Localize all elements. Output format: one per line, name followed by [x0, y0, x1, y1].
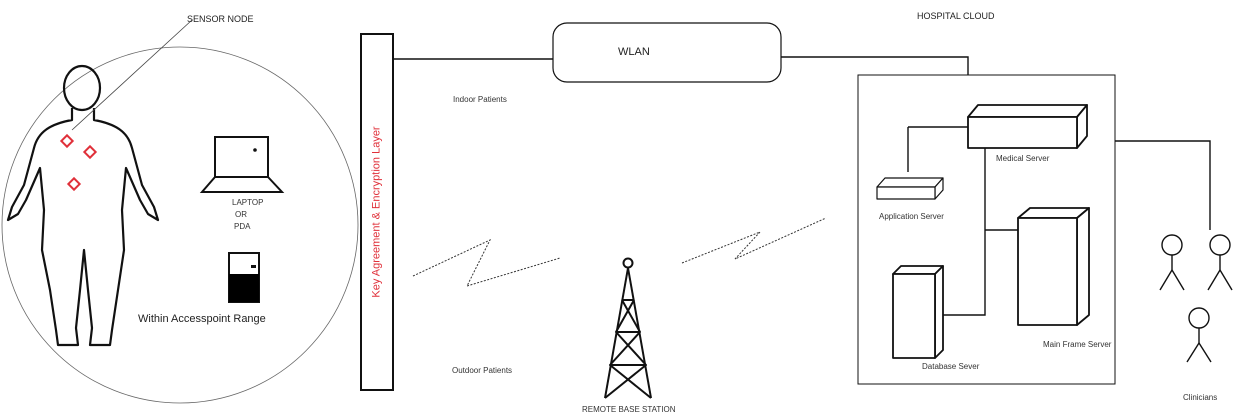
outdoor-patients-label: Outdoor Patients	[452, 366, 512, 375]
remote-base-station-icon	[605, 259, 651, 399]
indoor-patients-label: Indoor Patients	[453, 95, 507, 104]
or-label: OR	[235, 210, 247, 219]
sensor-marker	[68, 178, 79, 189]
database-server-label: Database Sever	[922, 362, 979, 371]
mainframe-server-icon	[1018, 208, 1089, 325]
human-body-icon	[8, 66, 158, 345]
sensor-marker	[61, 135, 72, 146]
clinician-icon	[1160, 235, 1184, 290]
remote-base-station-label: REMOTE BASE STATION	[582, 405, 676, 414]
sensor-markers	[61, 135, 95, 189]
laptop-icon	[202, 137, 282, 192]
sensor-node-label: SENSOR NODE	[187, 14, 254, 24]
application-server-icon	[877, 178, 943, 199]
clinician-icon	[1187, 308, 1211, 362]
key-agreement-layer-label: Key Agreement & Encryption Layer	[371, 126, 383, 297]
laptop-label: LAPTOP	[232, 198, 263, 207]
medical-server-icon	[968, 105, 1087, 148]
hospital-cloud-label: HOSPITAL CLOUD	[917, 11, 995, 21]
application-server-label: Application Server	[879, 212, 944, 221]
medical-server-label: Medical Server	[996, 154, 1049, 163]
mainframe-server-label: Main Frame Server	[1043, 340, 1111, 349]
access-range-circle	[2, 47, 358, 403]
sensor-marker	[84, 146, 95, 157]
wlan-label: WLAN	[618, 46, 650, 58]
sensor-pointer-line	[72, 20, 192, 130]
database-server-icon	[893, 266, 943, 358]
pda-label: PDA	[234, 222, 250, 231]
key-agreement-layer: Key Agreement & Encryption Layer	[361, 34, 393, 390]
clinicians-label: Clinicians	[1183, 393, 1217, 402]
clinician-icon	[1208, 235, 1232, 290]
within-range-label: Within Accesspoint Range	[138, 313, 266, 325]
pda-icon	[229, 253, 259, 302]
wlan-box	[553, 23, 781, 82]
wireless-links	[413, 218, 826, 286]
